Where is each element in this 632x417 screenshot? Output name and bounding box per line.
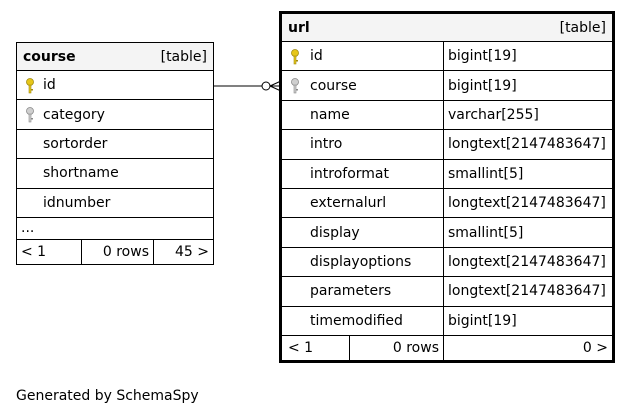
crows-foot-marker	[269, 80, 282, 92]
row-count: 0 rows	[350, 335, 444, 360]
table-row: externalurl longtext[2147483647]	[282, 188, 612, 219]
column-name: course	[310, 77, 357, 94]
column-type: varchar[255]	[448, 106, 539, 123]
column-name: idnumber	[43, 194, 111, 211]
table-row: displayoptions longtext[2147483647]	[282, 247, 612, 278]
column-name: display	[310, 224, 360, 241]
course-table-kind: [table]	[160, 48, 207, 65]
column-cell: shortname	[17, 159, 213, 187]
column-type: smallint[5]	[448, 165, 524, 182]
column-name: shortname	[43, 165, 119, 182]
table-row: intro longtext[2147483647]	[282, 130, 612, 160]
column-name: externalurl	[310, 195, 387, 212]
column-cell: parameters	[282, 277, 444, 306]
generated-by-label: Generated by SchemaSpy	[16, 388, 199, 404]
table-row: shortname	[17, 159, 213, 189]
column-name: displayoptions	[310, 253, 412, 270]
column-name: name	[310, 106, 350, 123]
table-row: name varchar[255]	[282, 100, 612, 131]
column-cell: name	[282, 100, 444, 130]
course-table-name: course	[23, 48, 76, 65]
column-cell: id	[282, 42, 444, 71]
row-count: 0 rows	[82, 239, 154, 264]
table-row: id	[17, 71, 213, 101]
url-table-kind: [table]	[559, 19, 606, 36]
column-type: longtext[2147483647]	[448, 253, 606, 270]
children-count: 0 >	[582, 339, 608, 356]
url-table-name: url	[288, 19, 310, 36]
column-type: longtext[2147483647]	[448, 195, 606, 212]
more-columns-ellipsis: ...	[17, 218, 213, 240]
column-cell: sortorder	[17, 130, 213, 158]
column-cell: display	[282, 218, 444, 247]
column-name: introformat	[310, 165, 389, 182]
column-type: longtext[2147483647]	[448, 136, 606, 153]
url-table-header: url [table]	[282, 14, 612, 42]
foreign-key-icon	[26, 107, 34, 123]
course-table: course [table] id category sortorder sho…	[16, 42, 214, 265]
parents-count: < 1	[282, 335, 350, 360]
url-table: url [table] id bigint[19] course bigint[…	[279, 11, 615, 363]
table-row: id bigint[19]	[282, 42, 612, 72]
table-row: display smallint[5]	[282, 218, 612, 248]
column-cell: externalurl	[282, 188, 444, 218]
column-cell: timemodified	[282, 306, 444, 335]
column-name: id	[43, 77, 56, 94]
column-type: bigint[19]	[448, 312, 517, 329]
primary-key-icon	[291, 49, 299, 65]
foreign-key-icon	[291, 78, 299, 94]
column-cell: idnumber	[17, 189, 213, 217]
column-type: longtext[2147483647]	[448, 283, 606, 300]
column-cell: category	[17, 100, 213, 128]
column-type: bigint[19]	[448, 77, 517, 94]
table-row: parameters longtext[2147483647]	[282, 277, 612, 307]
table-row: course bigint[19]	[282, 71, 612, 101]
column-name: sortorder	[43, 135, 108, 152]
primary-key-icon	[26, 78, 34, 94]
table-row: idnumber	[17, 189, 213, 218]
table-row: category	[17, 100, 213, 130]
course-table-footer: < 1 0 rows 45 >	[17, 239, 213, 264]
table-row: timemodified bigint[19]	[282, 306, 612, 336]
column-name: timemodified	[310, 312, 403, 329]
children-count: 45 >	[175, 243, 209, 260]
url-table-footer: < 1 0 rows 0 >	[282, 335, 612, 360]
course-table-header: course [table]	[17, 43, 213, 71]
column-name: id	[310, 48, 323, 65]
column-name: parameters	[310, 283, 392, 300]
column-name: intro	[310, 136, 343, 153]
column-cell: introformat	[282, 159, 444, 188]
column-cell: intro	[282, 130, 444, 159]
table-row: introformat smallint[5]	[282, 159, 612, 189]
column-cell: course	[282, 71, 444, 100]
column-name: category	[43, 106, 105, 123]
column-cell: id	[17, 71, 213, 99]
parents-count: < 1	[17, 239, 82, 264]
column-type: smallint[5]	[448, 224, 524, 241]
column-cell: displayoptions	[282, 247, 444, 277]
column-type: bigint[19]	[448, 48, 517, 65]
table-row: sortorder	[17, 130, 213, 160]
zero-cardinality-marker	[261, 81, 271, 91]
